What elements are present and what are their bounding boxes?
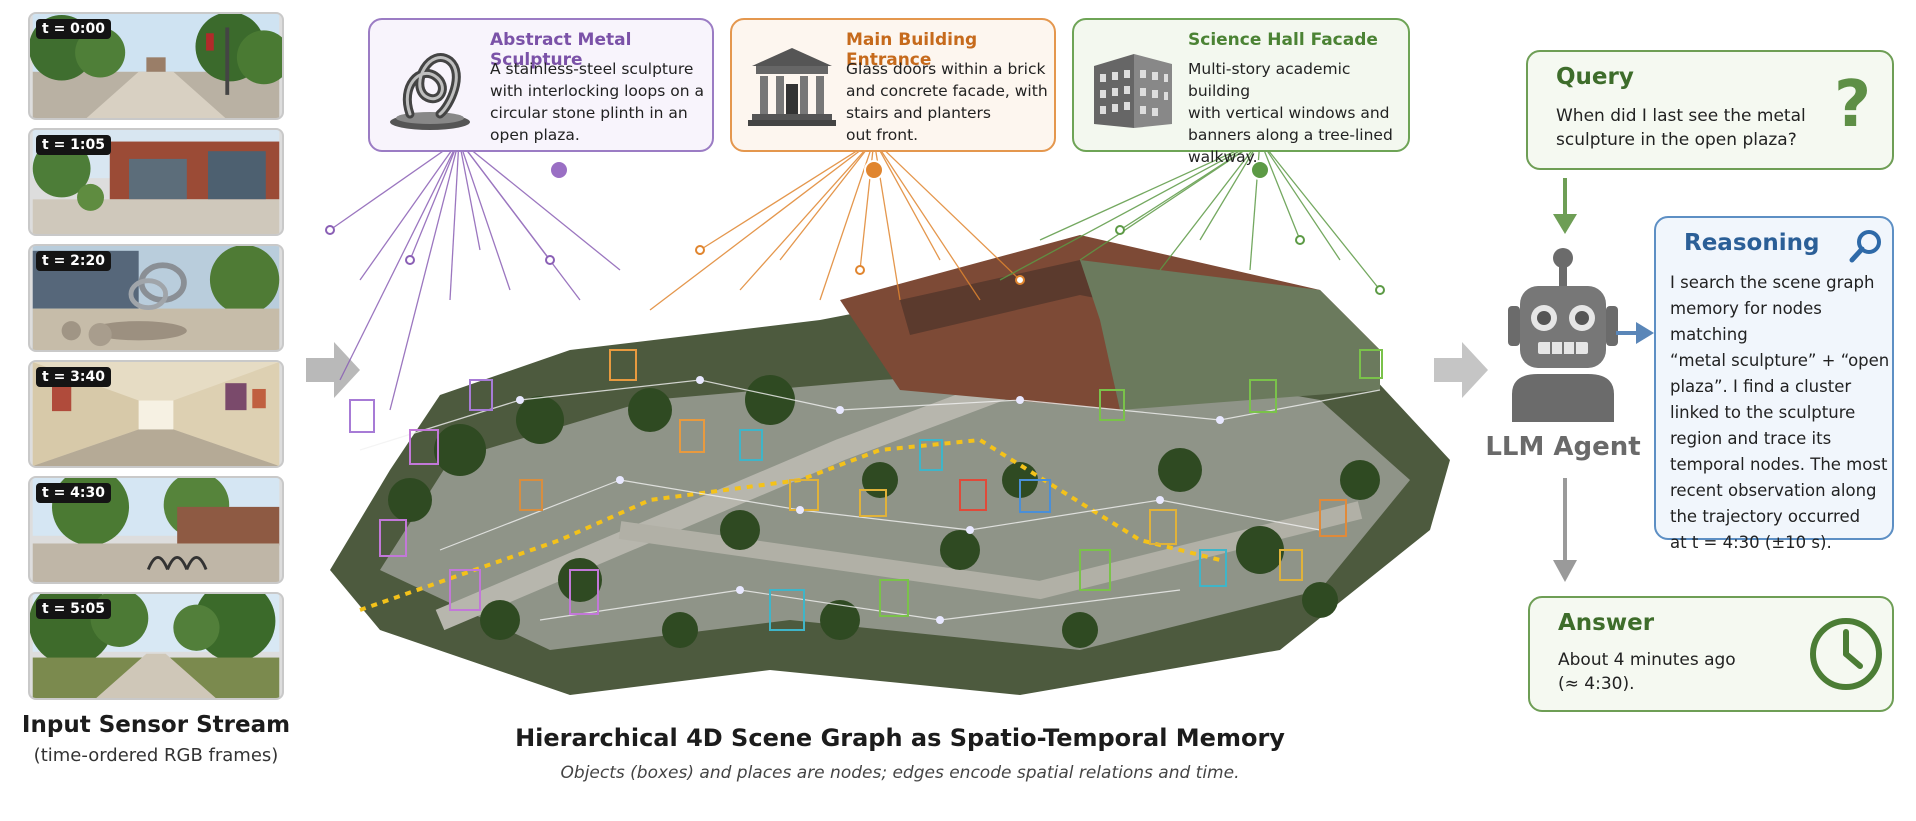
stream-title: Input Sensor Stream [21,712,291,738]
graph-title: Hierarchical 4D Scene Graph as Spatio-Te… [515,724,1285,752]
right-arrow-icon [1616,322,1654,344]
timestamp-label: t = 2:20 [36,251,111,271]
frame-thumbnail[interactable]: t = 1:05 [28,128,284,236]
frame-thumbnail[interactable]: t = 3:40 [28,360,284,468]
down-arrow-icon [1553,478,1577,582]
node-title: Science Hall Facade [1188,30,1378,50]
sculpture-edges [329,150,621,411]
magnifier-icon [1849,230,1881,263]
bike-rack-scene-image [32,478,280,582]
flow-arrow-icon [1434,342,1488,398]
sculpture-hub-node [549,160,569,180]
node-card-entrance[interactable]: Main Building Entrance Glass doors withi… [730,18,1056,152]
frame-thumbnail[interactable]: t = 0:00 [28,12,284,120]
clock-icon [1810,618,1882,690]
reasoning-title: Reasoning [1684,230,1820,256]
entrance-hub-node [864,160,884,180]
timestamp-label: t = 5:05 [36,599,111,619]
tree-path-scene-image [30,594,280,698]
facade-edges [999,150,1381,291]
facade-hub-node [1250,160,1270,180]
frame-thumbnail[interactable]: t = 2:20 [28,244,284,352]
graph-subtitle: Objects (boxes) and places are nodes; ed… [560,763,1240,783]
robot-icon [1508,248,1618,422]
timestamp-label: t = 0:00 [36,19,111,39]
hallway-scene-image [32,362,280,466]
answer-title: Answer [1558,610,1655,636]
question-icon: ? [1834,68,1872,142]
plaza-ground [380,365,1410,650]
agent-label: LLM Agent [1485,432,1641,462]
frame-thumbnail[interactable]: t = 5:05 [28,592,284,700]
timestamp-label: t = 3:40 [36,367,111,387]
answer-text: About 4 minutes ago(≈ 4:30). [1558,650,1736,694]
building-icon [1094,54,1172,128]
down-arrow-icon [1553,178,1577,234]
query-title: Query [1556,64,1634,90]
node-title: Main Building Entrance [846,30,978,70]
frame-thumbnail[interactable]: t = 4:30 [28,476,284,584]
building-entrance-scene-image [32,130,280,234]
entrance-icon [748,48,836,126]
scene-graph-visualization [325,150,1450,695]
graph-nodes [325,225,1385,624]
sculpture-icon [390,53,470,130]
flow-arrow-icon [306,342,360,398]
timestamp-label: t = 4:30 [36,483,111,503]
stream-subtitle: (time-ordered RGB frames) [33,745,279,766]
trajectory-path [359,437,1221,612]
node-card-facade[interactable]: Science Hall Facade Multi-story academic… [1072,18,1410,166]
node-card-sculpture[interactable]: Abstract Metal Sculpture A stainless-ste… [368,18,714,152]
object-boxes [349,349,1383,631]
answer-box: Answer About 4 minutes ago(≈ 4:30). [1528,596,1894,712]
timestamp-label: t = 1:05 [36,135,111,155]
node-title: Abstract Metal Sculpture [490,30,632,70]
